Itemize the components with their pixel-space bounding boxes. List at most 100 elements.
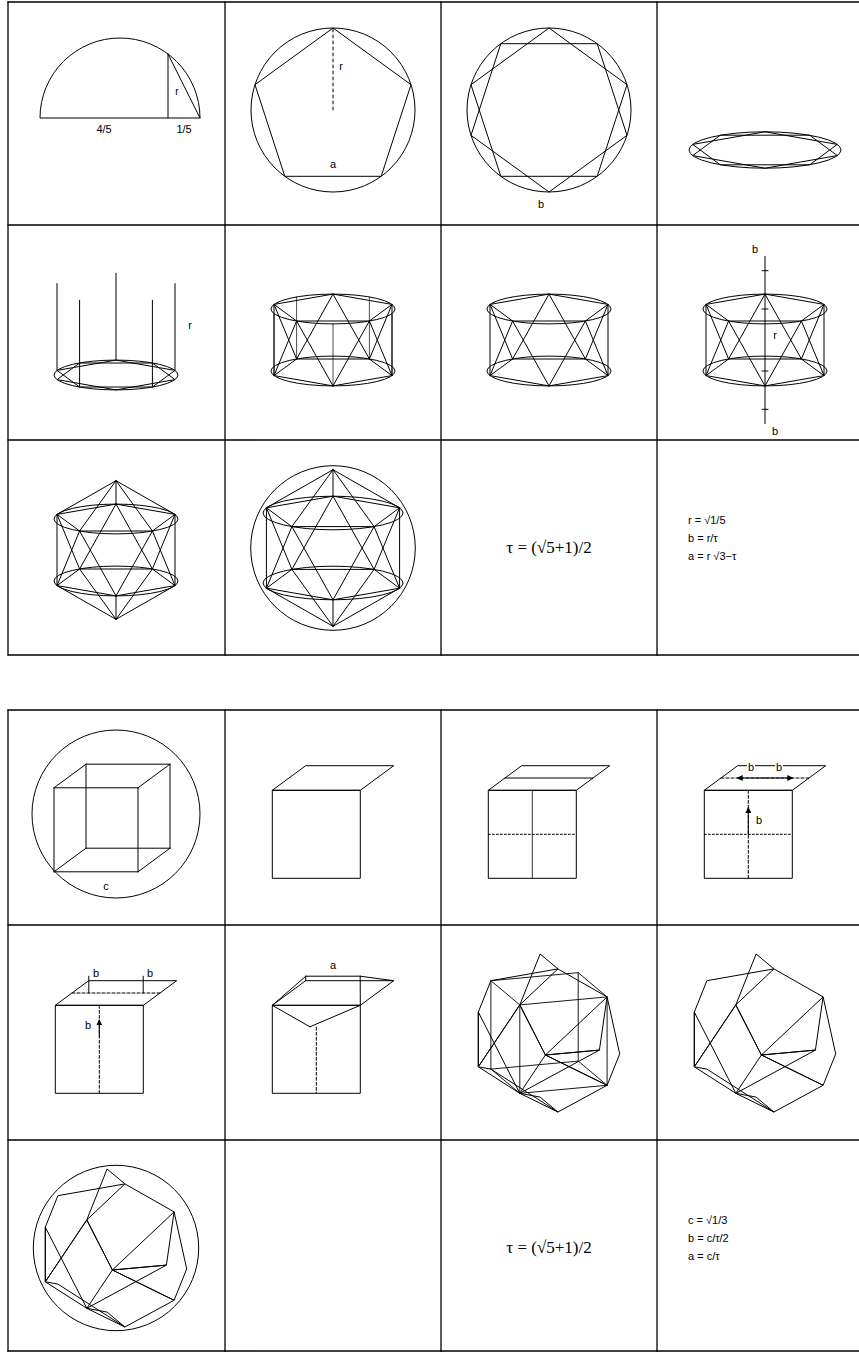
pentagon [57,504,175,531]
cube-face [704,790,792,878]
antiprism-edge [585,304,608,359]
dodecahedron-face [694,1005,815,1093]
antiprism-edge [116,504,152,569]
grid-line [224,2,225,655]
antiprism-edge [369,321,392,376]
roof-edge [272,976,306,1005]
grid-line [8,924,859,925]
dimension-label: b [771,425,779,438]
icosahedron-edge [333,470,374,527]
cube-edge [54,871,138,872]
antiprism-edge [824,304,825,375]
dodecahedron-face [761,997,835,1085]
cube-face [55,1005,143,1093]
formula: τ = (√5+1)/2 [505,538,592,558]
cube-edge [54,848,86,872]
dodecahedron-face [694,969,774,1067]
dodecahedron-face [736,954,823,1055]
dimension-label: a [329,959,337,972]
tick-mark [762,270,768,271]
roof-edge [272,1005,310,1027]
cube-edge [578,973,579,1061]
grid-line [8,1350,859,1351]
pentagon [255,28,411,176]
vertical-line [333,324,334,386]
dimension-arrow [748,808,749,834]
antiprism-edge [333,294,369,359]
roof-edge [360,976,361,1005]
cube-edge [86,764,87,848]
tick-mark [762,309,768,310]
icosahedron-edge [333,569,374,626]
antiprism-edge [490,321,513,376]
cube-edge [491,981,520,1005]
antiprism-edge [274,321,297,376]
cube-face [272,981,393,1006]
dodecahedron-face [87,1169,174,1270]
cube-edge [86,848,170,849]
antiprism-edge [333,496,374,569]
mid-line [748,790,749,878]
cube-edge [491,1069,520,1093]
mid-line [721,778,809,779]
grid-line [7,2,8,655]
dimension-label: b [747,761,755,774]
cube-edge [86,764,170,765]
antiprism-edge [266,527,292,589]
dodecahedron-face [45,1220,166,1308]
dimension-label: c = √1/3 [687,1214,728,1227]
icosahedron-edge [333,600,334,627]
guide-ellipse [263,496,403,530]
roof-edge [305,976,306,981]
dimension-label: r [174,86,179,98]
grid-line [8,1139,859,1140]
cube-edge [138,764,170,788]
antiprism-edge [765,321,801,386]
antiprism-edge [801,321,824,376]
cube-edge [490,981,491,1069]
dimension-label: r [772,329,778,342]
cube-edge [607,997,608,1085]
guide-ellipse [54,566,178,596]
circumscribed-circle [467,28,631,192]
guide-ellipse [487,356,611,386]
dimension-label: a [329,158,337,171]
antiprism-edge [152,514,175,569]
cube-face [55,981,176,1006]
antiprism-edge [57,514,80,569]
roof-edge [310,1005,360,1027]
construction-line [168,54,200,118]
antiprism-edge [513,294,549,359]
cube-edge [170,764,171,848]
circumscribed-circle [251,28,415,192]
antiprism-edge [513,321,549,386]
dimension-label: r [338,60,344,73]
dimension-label: b [755,814,763,827]
dimension-label: 1/5 [175,123,192,136]
grid-line [8,654,859,655]
grid-line [8,224,859,225]
mid-line [316,1027,317,1093]
dimension-label: b [775,761,783,774]
antiprism-edge [266,508,292,570]
pentagon [490,294,608,321]
guide-ellipse [54,504,178,534]
antiprism-edge [57,514,58,585]
cube-face [272,790,360,878]
vertical-line [274,314,275,376]
dimension-arrow [738,778,765,779]
vertical-line [152,300,153,387]
grid-line [440,2,441,655]
grid-line [7,710,8,1352]
pentagon [471,28,627,176]
dodecahedron-face [112,1212,186,1300]
dimension-label: b [537,198,545,211]
mid-line [505,778,593,779]
dodecahedron-face [45,1184,125,1282]
vertical-line [175,284,176,371]
dimension-arrow [765,778,792,779]
antiprism-edge [801,304,824,359]
icosahedron-edge [292,470,333,527]
circumscribed-circle [32,730,200,898]
